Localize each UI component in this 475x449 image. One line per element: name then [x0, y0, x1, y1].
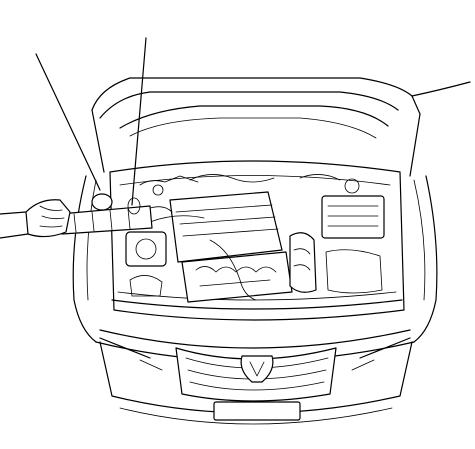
intake-hose	[59, 193, 173, 235]
right-components	[289, 174, 385, 294]
callout-line-1	[35, 53, 101, 191]
callout-line-2	[131, 37, 147, 206]
car-body	[72, 175, 438, 343]
mechanic-hand	[0, 199, 71, 239]
engine-cover	[169, 191, 293, 303]
engine-bay	[109, 160, 405, 321]
emblem	[240, 355, 274, 383]
left-components	[125, 175, 199, 297]
wiring	[149, 174, 275, 301]
callout-lines	[35, 37, 147, 206]
license-plate	[213, 401, 301, 421]
